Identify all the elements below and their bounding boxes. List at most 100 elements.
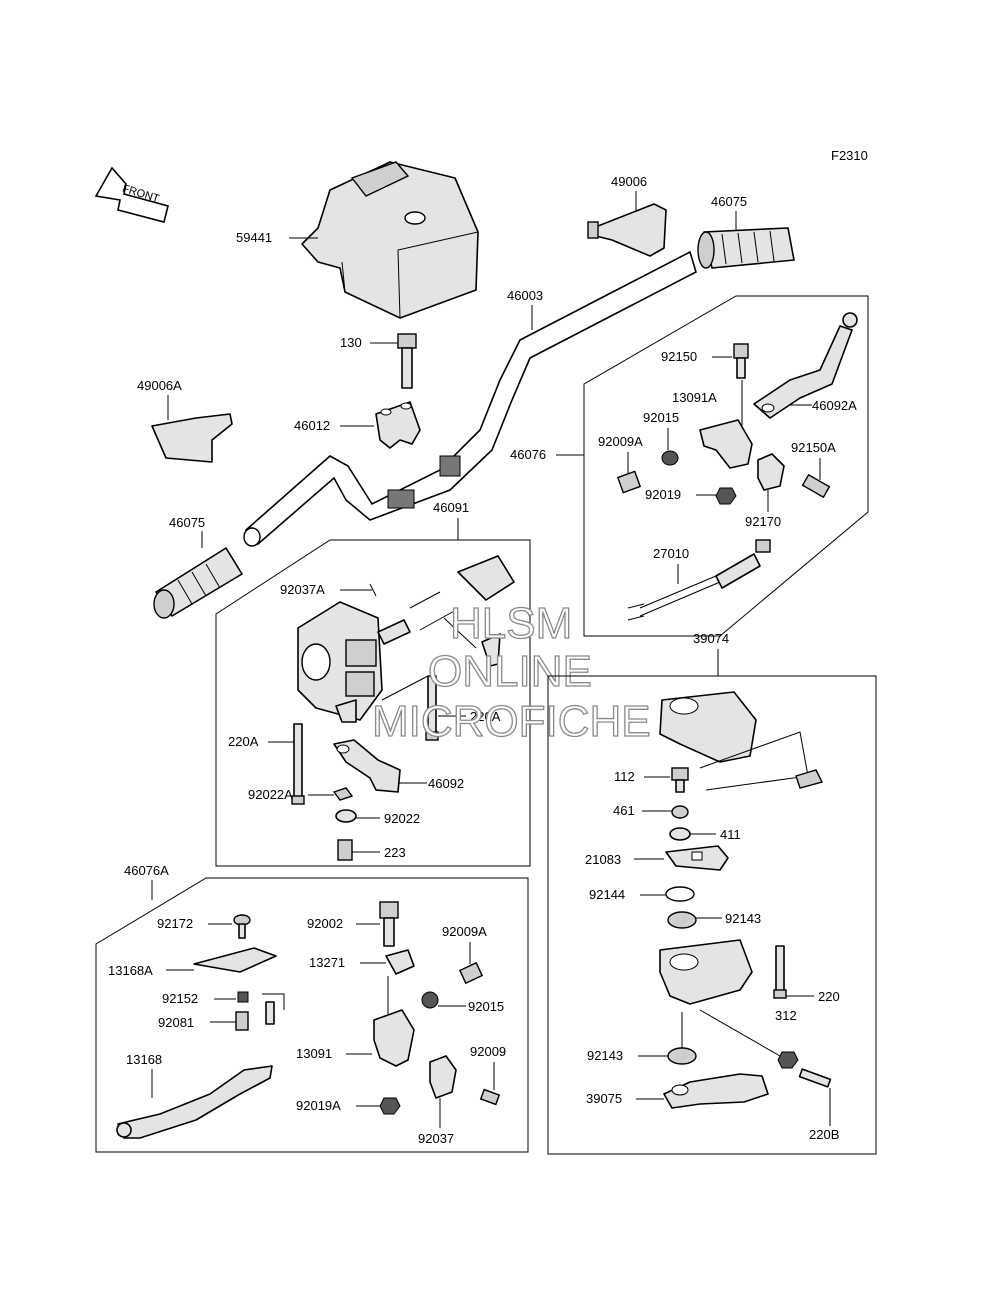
group-39074-box — [547, 675, 877, 1155]
spring-92037a-part — [369, 583, 377, 597]
label-130: 130 — [340, 335, 362, 350]
pin-part — [265, 1001, 275, 1025]
spring-92081-part — [235, 1011, 249, 1031]
lever-46092a-part — [753, 312, 858, 419]
wiring-connector-part — [409, 555, 515, 667]
label-46092: 46092 — [428, 776, 464, 791]
washer-461-part — [671, 805, 689, 819]
plate-13168a-part — [193, 947, 277, 973]
screw-92172-part — [233, 914, 251, 939]
label-92152: 92152 — [162, 991, 198, 1006]
label-13091: 13091 — [296, 1046, 332, 1061]
watermark-line2: ONLINE — [428, 647, 592, 696]
label-112: 112 — [614, 769, 635, 784]
seal-92143-bot-part — [667, 1047, 697, 1065]
bracket-13271-part — [385, 949, 415, 975]
label-49006a: 49006A — [137, 378, 182, 393]
label-13271: 13271 — [309, 955, 345, 970]
nut-92015-bot-part — [421, 991, 439, 1009]
bolt-92150-part — [733, 343, 749, 379]
spring-92144-part — [665, 886, 695, 902]
front-arrow-icon: FRONT — [94, 166, 169, 223]
clutch-lever-13168-part — [116, 1065, 273, 1139]
holder-13091a-part — [699, 419, 753, 469]
throttle-base-part — [659, 939, 781, 1057]
lever-46092-part — [333, 739, 401, 793]
label-92015-top: 92015 — [643, 410, 679, 425]
holder-46012-part — [375, 401, 421, 449]
label-92081: 92081 — [158, 1015, 194, 1030]
label-92143-top: 92143 — [725, 911, 761, 926]
label-39074: 39074 — [693, 631, 729, 646]
switch-housing-part — [297, 601, 411, 723]
label-92037a: 92037A — [280, 582, 325, 597]
figure-code: F2310 — [831, 148, 868, 163]
switch-27010-part — [627, 539, 771, 621]
plate-21083-part — [665, 845, 729, 871]
bolt-92002-part — [379, 901, 399, 947]
screw-223-part — [337, 839, 353, 861]
screw-92009a-top-part — [616, 470, 642, 494]
nut-92015-top-part — [661, 450, 679, 466]
label-92019: 92019 — [645, 487, 681, 502]
label-92037: 92037 — [418, 1131, 454, 1146]
label-92172: 92172 — [157, 916, 193, 931]
watermark: HLSM ONLINE MICROFICHE — [371, 598, 651, 746]
label-92144: 92144 — [589, 887, 625, 902]
bolt-112-part — [671, 767, 689, 793]
label-46091: 46091 — [433, 500, 469, 515]
handlebar-part — [243, 250, 697, 547]
label-461: 461 — [613, 803, 635, 818]
washer-92022-part — [335, 809, 357, 823]
label-92022: 92022 — [384, 811, 420, 826]
label-92009: 92009 — [470, 1044, 506, 1059]
label-312: 312 — [775, 1008, 797, 1023]
bracket-92037-part — [429, 1055, 457, 1099]
washer-411-part — [669, 827, 691, 841]
nut-312-part — [777, 1051, 799, 1069]
throttle-case-part — [587, 203, 667, 257]
screw-220b-part — [798, 1068, 832, 1088]
nut-92152-part — [237, 991, 249, 1003]
label-39075: 39075 — [586, 1091, 622, 1106]
group-46076-box — [583, 295, 869, 637]
label-46092a: 46092A — [812, 398, 857, 413]
label-92143-bot: 92143 — [587, 1048, 623, 1063]
label-92009a-bot: 92009A — [442, 924, 487, 939]
screw-220a-right-part — [425, 675, 439, 741]
throttle-housing-39074-part — [659, 691, 824, 791]
label-49006: 49006 — [611, 174, 647, 189]
bracket-92170-part — [757, 453, 785, 491]
screw-220a-left-part — [291, 723, 305, 805]
label-46076: 46076 — [510, 447, 546, 462]
group-46091-box — [215, 539, 531, 867]
holder-13091-part — [373, 1009, 415, 1067]
nut-92019-part — [715, 487, 737, 505]
label-92002: 92002 — [307, 916, 343, 931]
seal-92143-top-part — [667, 911, 697, 929]
label-92150: 92150 — [661, 349, 697, 364]
throttle-case-49006a-part — [151, 413, 233, 463]
label-46076a: 46076A — [124, 863, 169, 878]
label-13168a: 13168A — [108, 963, 153, 978]
group-46076a-box — [95, 877, 529, 1153]
nut-92019a-part — [379, 1097, 401, 1115]
bolt-92150a-part — [801, 473, 831, 499]
label-27010: 27010 — [653, 546, 689, 561]
label-46075-right: 46075 — [711, 194, 747, 209]
screw-92009a-bot-part — [458, 961, 484, 985]
left-grip-part — [153, 547, 243, 619]
label-220a-left: 220A — [228, 734, 259, 749]
label-46003: 46003 — [507, 288, 543, 303]
lever-39075-part — [663, 1073, 769, 1109]
label-13168: 13168 — [126, 1052, 162, 1067]
label-92022a: 92022A — [248, 787, 293, 802]
washer-92022a-part — [332, 787, 354, 801]
label-59441: 59441 — [236, 230, 272, 245]
label-220: 220 — [818, 989, 840, 1004]
label-223: 223 — [384, 845, 406, 860]
label-21083: 21083 — [585, 852, 621, 867]
watermark-line1: HLSM — [450, 599, 572, 648]
bolt-130-part — [397, 333, 417, 389]
